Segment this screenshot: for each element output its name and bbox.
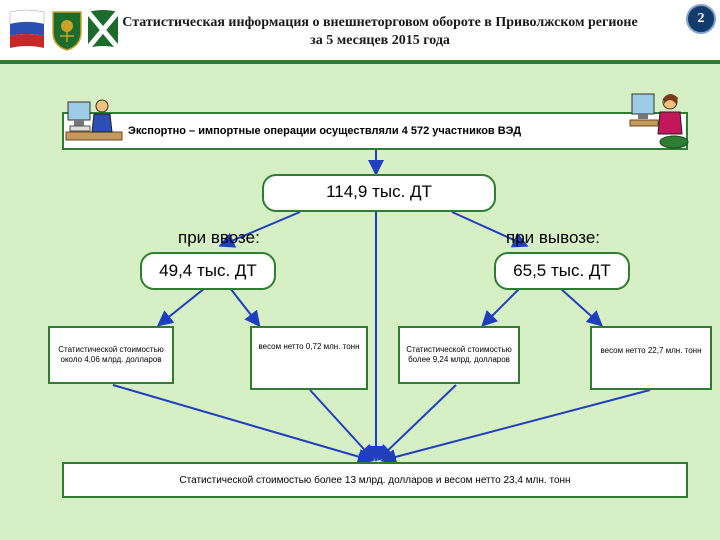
import-weight-text: весом нетто 0,72 млн. тонн bbox=[258, 342, 359, 352]
arrow-export-to-cost bbox=[484, 288, 520, 324]
import-cost-box: Статистической стоимостью около 4,06 млр… bbox=[48, 326, 174, 384]
export-label: при вывозе: bbox=[506, 228, 600, 248]
office-worker-right-icon bbox=[628, 88, 692, 152]
total-value: 114,9 тыс. ДТ bbox=[326, 182, 432, 202]
arrow-import-to-weight bbox=[230, 288, 258, 324]
office-worker-left-icon bbox=[62, 92, 126, 152]
arrow-export-cost-to-bottom bbox=[380, 385, 456, 458]
import-weight-box: весом нетто 0,72 млн. тонн bbox=[250, 326, 368, 390]
arrow-import-weight-to-bottom bbox=[310, 390, 372, 458]
arrow-export-weight-to-bottom bbox=[384, 390, 650, 460]
bottom-summary-box: Статистической стоимостью более 13 млрд.… bbox=[62, 462, 688, 498]
export-total-box: 65,5 тыс. ДТ bbox=[494, 252, 630, 290]
export-value: 65,5 тыс. ДТ bbox=[513, 261, 611, 281]
import-value: 49,4 тыс. ДТ bbox=[159, 261, 257, 281]
export-cost-box: Статистической стоимостью более 9,24 млр… bbox=[398, 326, 520, 384]
arrow-import-to-cost bbox=[160, 288, 205, 324]
export-cost-text: Статистической стоимостью более 9,24 млр… bbox=[404, 345, 514, 365]
arrow-export-to-weight bbox=[560, 288, 600, 324]
import-total-box: 49,4 тыс. ДТ bbox=[140, 252, 276, 290]
import-cost-text: Статистической стоимостью около 4,06 млр… bbox=[54, 345, 168, 365]
bottom-summary-text: Статистической стоимостью более 13 млрд.… bbox=[179, 475, 570, 486]
arrow-import-cost-to-bottom bbox=[113, 385, 370, 460]
summary-box: Экспортно – импортные операции осуществл… bbox=[62, 112, 688, 150]
export-weight-text: весом нетто 22,7 млн. тонн bbox=[600, 346, 701, 356]
import-label: при ввозе: bbox=[178, 228, 260, 248]
summary-text: Экспортно – импортные операции осуществл… bbox=[128, 125, 521, 137]
export-weight-box: весом нетто 22,7 млн. тонн bbox=[590, 326, 712, 390]
total-box: 114,9 тыс. ДТ bbox=[262, 174, 496, 212]
